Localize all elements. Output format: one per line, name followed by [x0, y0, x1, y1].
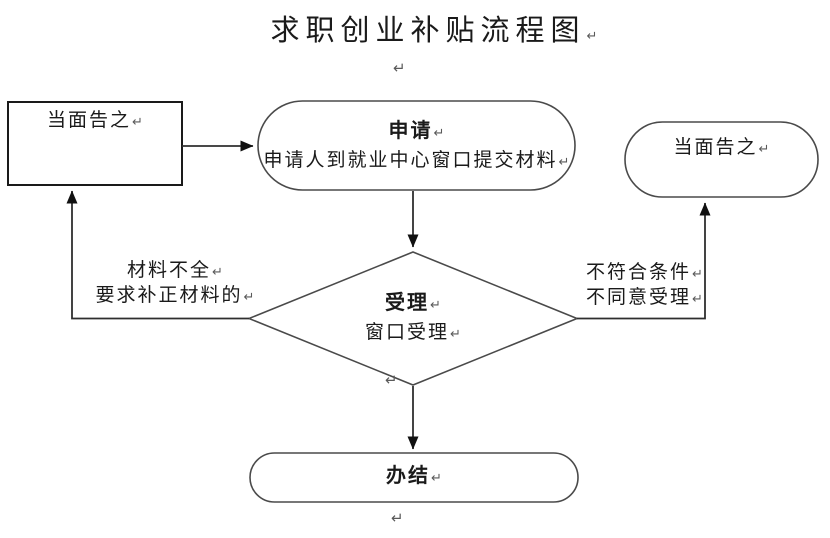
paragraph-mark-icon: ↵: [431, 471, 442, 486]
paragraph-mark-icon: ↵: [243, 290, 255, 305]
paragraph-mark-icon: ↵: [450, 327, 461, 342]
paragraph-mark-icon: ↵: [692, 292, 703, 307]
flowchart-title: 求职创业补贴流程图↵: [184, 12, 684, 55]
paragraph-mark-icon: ↵: [393, 59, 406, 77]
paragraph-mark-icon: ↵: [586, 29, 598, 44]
node-review-label: 受理↵ 窗口受理↵: [365, 290, 461, 343]
edge-label-incomplete-materials: 材料不全↵ 要求补正材料的↵: [95, 259, 255, 306]
flowchart-title-text: 求职创业补贴流程图: [270, 13, 586, 47]
node-notify-right-label: 当面告之↵: [673, 136, 770, 158]
node-apply-label: 申请↵ 申请人到就业中心窗口提交材料↵: [263, 118, 570, 171]
node-review-diamond: [246, 251, 580, 386]
paragraph-mark-icon: ↵: [558, 155, 570, 170]
paragraph-mark-icon: ↵: [758, 142, 770, 157]
edge-label-rejected: 不符合条件↵ 不同意受理↵: [586, 261, 703, 308]
paragraph-mark-icon: ↵: [433, 126, 445, 141]
node-notify-left-box: [7, 101, 183, 186]
node-notify-left-label: 当面告之↵: [47, 109, 143, 131]
paragraph-mark-icon: ↵: [391, 509, 404, 527]
edge-review-to-notify-left-arrow: [66, 190, 249, 320]
paragraph-mark-icon: ↵: [212, 265, 223, 280]
node-notify-right-box: [624, 121, 819, 198]
paragraph-mark-icon: ↵: [430, 298, 441, 313]
edge-review-to-notify-right-arrow: [577, 202, 711, 320]
node-complete-label: 办结↵: [386, 463, 442, 487]
node-complete-box: [249, 452, 579, 503]
node-apply-box: [257, 100, 576, 191]
paragraph-mark-icon: ↵: [132, 115, 143, 130]
paragraph-mark-icon: ↵: [385, 371, 398, 389]
paragraph-mark-icon: ↵: [692, 267, 703, 282]
